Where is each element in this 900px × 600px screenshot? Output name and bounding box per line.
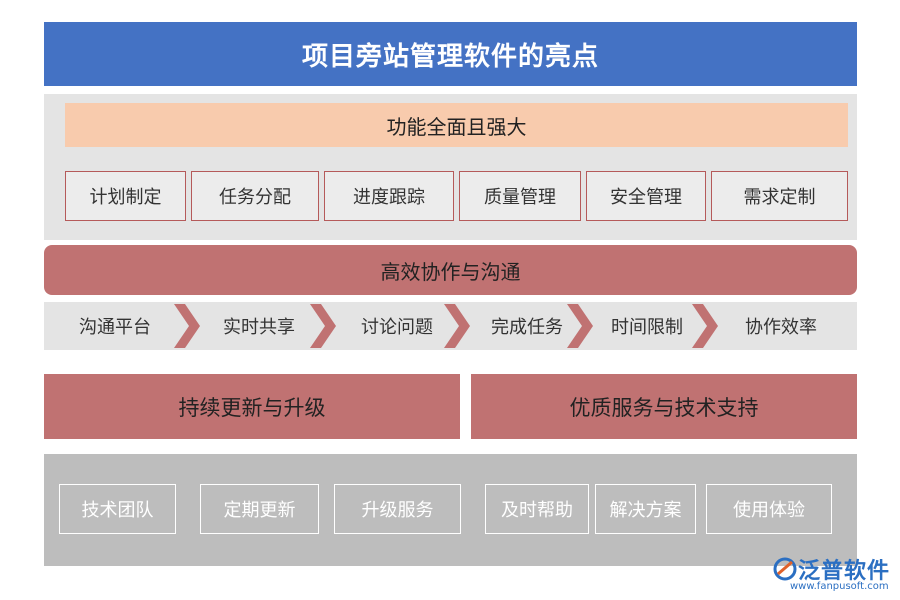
service-box-updates: 定期更新 (200, 484, 319, 534)
feature-box-assign: 任务分配 (191, 171, 319, 221)
chevron-right-icon (310, 304, 336, 348)
flow-step-discuss: 讨论问题 (361, 317, 433, 338)
chevron-right-icon (692, 304, 718, 348)
feature-box-plan: 计划制定 (65, 171, 186, 221)
collaboration-heading: 高效协作与沟通 (44, 245, 857, 295)
chevron-right-icon (174, 304, 200, 348)
service-box-team: 技术团队 (59, 484, 176, 534)
feature-box-quality: 质量管理 (459, 171, 581, 221)
service-box-help: 及时帮助 (485, 484, 589, 534)
service-box-solution: 解决方案 (595, 484, 696, 534)
logo-name: 泛普软件 (798, 559, 891, 584)
feature-box-custom: 需求定制 (711, 171, 848, 221)
flow-step-share: 实时共享 (223, 317, 295, 338)
page-title: 项目旁站管理软件的亮点 (44, 22, 857, 86)
flow-step-complete: 完成任务 (491, 317, 563, 338)
logo-url: www.fanpusoft.com (790, 581, 889, 592)
service-box-upgrade: 升级服务 (334, 484, 461, 534)
chevron-right-icon (444, 304, 470, 348)
flow-step-time: 时间限制 (611, 317, 683, 338)
chevron-right-icon (567, 304, 593, 348)
flow-step-efficiency: 协作效率 (745, 317, 817, 338)
features-heading: 功能全面且强大 (65, 103, 848, 147)
feature-box-safety: 安全管理 (586, 171, 706, 221)
support-banner: 优质服务与技术支持 (471, 374, 857, 439)
updates-banner: 持续更新与升级 (44, 374, 460, 439)
service-box-experience: 使用体验 (706, 484, 832, 534)
logo-icon (773, 557, 797, 581)
flow-step-platform: 沟通平台 (79, 317, 151, 338)
feature-box-progress: 进度跟踪 (324, 171, 454, 221)
